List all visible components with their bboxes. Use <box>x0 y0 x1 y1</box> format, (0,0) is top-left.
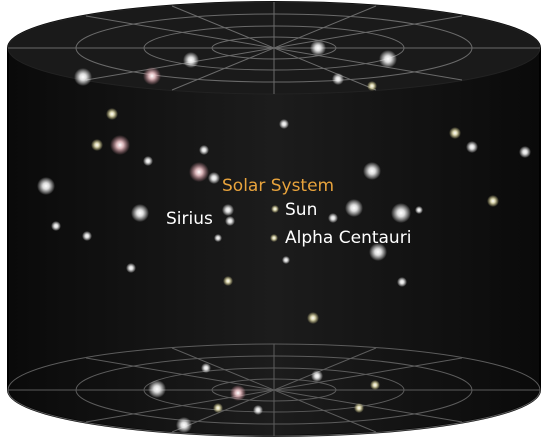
star <box>213 403 223 413</box>
star <box>222 204 234 216</box>
star <box>148 380 166 398</box>
star <box>82 231 92 241</box>
star <box>391 203 411 223</box>
top-disc-grid <box>7 1 541 95</box>
star <box>131 204 149 222</box>
star <box>449 127 461 139</box>
star <box>307 312 319 324</box>
bottom-disc-grid <box>7 343 541 437</box>
sirius-label: Sirius <box>166 209 213 229</box>
star <box>51 221 61 231</box>
star <box>270 234 278 242</box>
star <box>91 139 103 151</box>
star <box>354 403 364 413</box>
star <box>176 417 192 433</box>
star <box>363 162 381 180</box>
star <box>143 67 161 85</box>
star-field <box>37 40 531 433</box>
star <box>282 256 290 264</box>
solar-system-label: Solar System <box>222 176 335 196</box>
star <box>379 50 397 68</box>
star <box>189 162 209 182</box>
star <box>311 370 323 382</box>
star <box>345 199 363 217</box>
sun-label: Sun <box>285 200 318 220</box>
star <box>519 146 531 158</box>
star <box>369 243 387 261</box>
star <box>466 141 478 153</box>
star <box>183 52 199 68</box>
star <box>415 206 423 214</box>
star <box>397 277 407 287</box>
star <box>253 405 263 415</box>
star <box>310 40 326 56</box>
star <box>487 195 499 207</box>
star <box>199 145 209 155</box>
star <box>106 108 118 120</box>
star <box>143 156 153 166</box>
star <box>370 380 380 390</box>
star <box>201 363 211 373</box>
star <box>208 172 220 184</box>
star <box>328 213 338 223</box>
star <box>214 234 222 242</box>
alpha-centauri-label: Alpha Centauri <box>285 228 412 248</box>
star <box>230 385 246 401</box>
star <box>110 135 130 155</box>
star <box>271 205 279 213</box>
star <box>279 119 289 129</box>
star <box>225 216 235 226</box>
star <box>126 263 136 273</box>
star <box>37 177 55 195</box>
star <box>74 68 92 86</box>
star <box>332 73 344 85</box>
star <box>223 276 233 286</box>
star <box>367 81 377 91</box>
